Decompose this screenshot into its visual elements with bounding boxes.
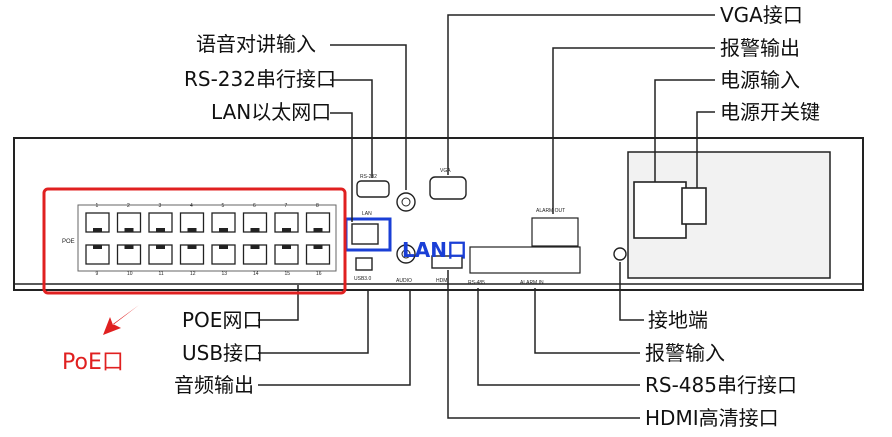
poe-block-label: POE	[62, 239, 75, 245]
poe-port-number: 16	[316, 271, 322, 277]
vga-port	[429, 176, 467, 200]
callout-alarm-out: 报警输出	[720, 36, 800, 60]
poe-port-number: 2	[127, 203, 130, 209]
poe-highlight-label: PoE口	[62, 350, 124, 375]
poe-port-number: 13	[222, 271, 228, 277]
poe-port-latch-12	[187, 245, 197, 249]
callout-vga: VGA接口	[720, 3, 803, 27]
callout-poe: POE网口	[182, 308, 263, 332]
poe-port-latch-14	[250, 245, 260, 249]
poe-port-number: 8	[316, 203, 319, 209]
poe-port-latch-10	[124, 245, 134, 249]
audio-out-jack	[396, 244, 416, 264]
hdmi-port	[431, 255, 463, 269]
rs232-label: RS-232	[360, 174, 377, 180]
poe-port-latch-16	[313, 245, 323, 249]
leader-alarm-in	[534, 288, 640, 354]
poe-port-latch-5	[219, 228, 228, 232]
poe-port-number: 9	[96, 271, 99, 277]
callout-usb: USB接口	[182, 341, 264, 365]
leader-poe	[258, 285, 299, 321]
leader-vga	[447, 14, 715, 175]
poe-port-number: 1	[96, 203, 99, 209]
poe-port-latch-9	[93, 245, 102, 249]
poe-port-number: 4	[190, 203, 193, 209]
poe-port-latch-11	[156, 245, 165, 249]
leader-audio-out	[258, 290, 411, 386]
audio-in-jack-inner	[401, 197, 411, 207]
usb-port	[355, 257, 373, 271]
rs485-terminal	[469, 246, 581, 274]
poe-port-number: 7	[285, 203, 288, 209]
poe-port-number: 15	[285, 271, 291, 277]
lan-label: LAN	[362, 211, 372, 217]
usb-label: USB3.0	[354, 276, 371, 282]
poe-port-latch-13	[219, 245, 228, 249]
leader-lan	[330, 112, 353, 222]
ground-screw	[613, 247, 627, 261]
callout-hdmi: HDMI高清接口	[645, 406, 779, 430]
leader-ground	[619, 262, 644, 321]
callout-power-in: 电源输入	[720, 68, 800, 92]
rs485-label: RS-485	[468, 280, 485, 286]
poe-port-number: 6	[253, 203, 256, 209]
vga-label: VGA	[440, 168, 451, 174]
poe-port-number: 3	[159, 203, 162, 209]
leader-audio-in	[330, 44, 407, 190]
alarm-in-label: ALARM IN	[520, 280, 544, 286]
audio-in-jack	[396, 192, 416, 212]
leader-rs232	[330, 79, 373, 178]
poe-port-number: 14	[253, 271, 259, 277]
alarm-out-label: ALARM OUT	[536, 208, 565, 214]
poe-port-number: 10	[127, 271, 133, 277]
poe-port-latch-4	[187, 228, 197, 232]
poe-highlight-arrow	[103, 305, 139, 335]
alarm-out-terminal	[531, 217, 579, 247]
poe-port-block	[77, 204, 337, 272]
hdmi-label: HDMI	[436, 278, 449, 284]
poe-ports	[85, 212, 331, 265]
callout-power-switch: 电源开关键	[720, 100, 820, 124]
callout-audio-out: 音频输出	[174, 373, 254, 397]
leader-alarm-out	[552, 47, 715, 214]
poe-port-latch-7	[282, 228, 291, 232]
power-switch	[681, 187, 707, 225]
callout-lan: LAN以太网口	[211, 100, 332, 124]
lan-highlight-label: LAN口	[402, 238, 467, 262]
audio-label: AUDIO	[396, 278, 412, 284]
poe-port-latch-8	[313, 228, 323, 232]
leader-power-switch	[696, 111, 715, 188]
poe-port-latch-2	[124, 228, 134, 232]
poe-port-number: 5	[222, 203, 225, 209]
rs232-port	[356, 180, 390, 198]
poe-port-number: 11	[159, 271, 164, 277]
lan-port	[351, 223, 379, 245]
power-input-socket	[633, 181, 687, 239]
callout-ground: 接地端	[648, 308, 708, 332]
callout-alarm-in: 报警输入	[645, 341, 725, 365]
audio-out-jack-inner	[401, 249, 411, 259]
leader-rs485	[477, 288, 640, 386]
leader-power-in	[654, 79, 715, 182]
leader-hdmi	[447, 270, 640, 419]
poe-port-latch-3	[156, 228, 165, 232]
callout-audio-in: 语音对讲输入	[196, 32, 316, 56]
callout-rs485: RS-485串行接口	[645, 373, 797, 397]
callout-rs232: RS-232串行接口	[184, 67, 336, 91]
poe-port-latch-1	[93, 228, 102, 232]
poe-port-latch-6	[250, 228, 260, 232]
poe-highlight-box	[42, 187, 347, 295]
leader-usb	[258, 290, 369, 354]
poe-port-number: 12	[190, 271, 196, 277]
poe-port-latch-15	[282, 245, 291, 249]
